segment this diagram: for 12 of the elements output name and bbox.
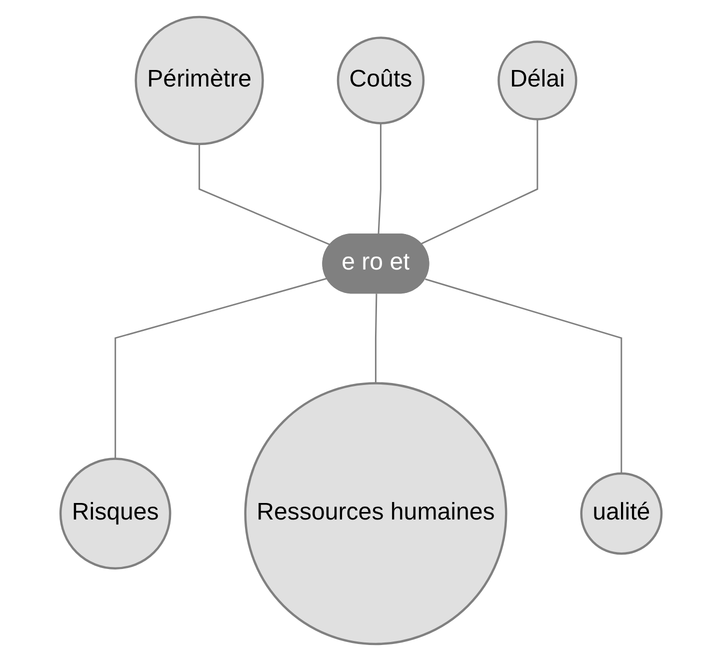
connector [198,144,332,246]
node-circle: Ressources humaines [244,382,508,646]
node-circle: Périmètre [134,16,264,146]
node-circle: Délai [498,40,578,120]
connector [374,294,378,384]
connector [425,278,622,474]
node-circle: ualité [580,472,663,555]
connector [420,119,538,245]
connector [378,123,382,236]
node-circle: Risques [59,458,172,570]
node-circle: Coûts [336,36,425,124]
connector [114,278,328,459]
